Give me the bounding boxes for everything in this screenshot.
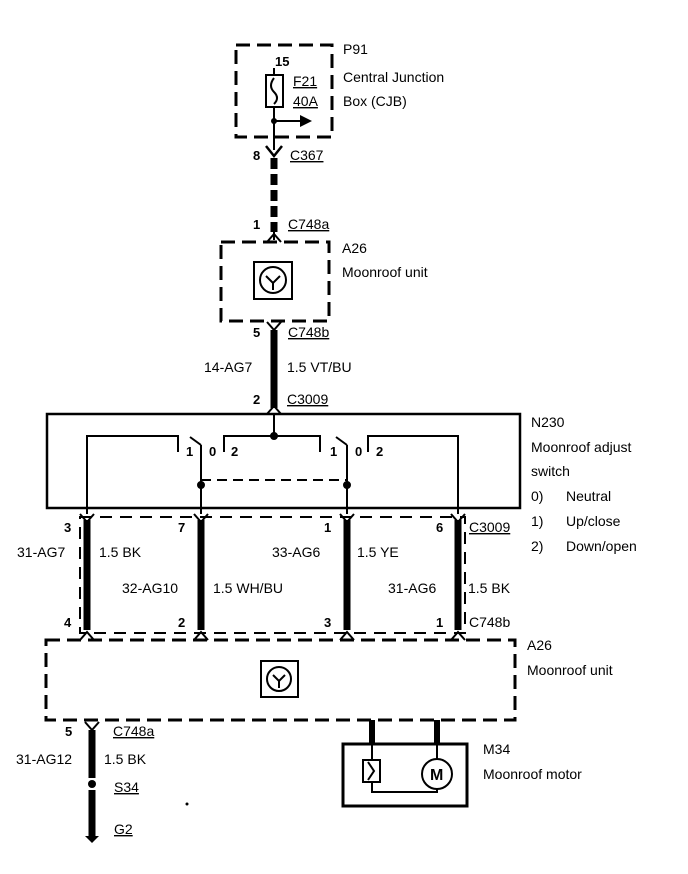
switch-left-pos-1: 1	[186, 444, 193, 459]
switch-right-pos-2: 2	[376, 444, 383, 459]
wire-32-ag10-code: 32-AG10	[122, 580, 178, 596]
mid-wires	[83, 520, 462, 630]
fuse-rating: 40A	[293, 93, 319, 109]
c748b-mid-pin-3: 3	[324, 615, 331, 630]
c748b-mid-label: C748b	[469, 614, 510, 630]
moonroof-top-id: A26	[342, 240, 367, 256]
motor-icon	[421, 758, 453, 790]
thermal-breaker-icon	[362, 759, 381, 783]
cjb-box	[234, 43, 334, 139]
ground-label: G2	[114, 821, 133, 837]
splice-label: S34	[114, 779, 139, 795]
c748a-bottom-label: C748a	[113, 723, 154, 739]
c748a-bottom-pin: 5	[65, 724, 72, 739]
wire-31-ag6-code: 31-AG6	[388, 580, 436, 596]
c748a-symbol	[266, 232, 282, 243]
switch-internal-wiring	[86, 414, 459, 514]
wire-31-ag7-code: 31-AG7	[17, 544, 65, 560]
moonroof-bottom-id: A26	[527, 637, 552, 653]
c3009-top-label: C3009	[287, 391, 328, 407]
c748b-top-symbol	[266, 321, 282, 332]
wire-32-ag10-spec: 1.5 WH/BU	[213, 580, 283, 596]
c3009-bottom-pin-6: 6	[436, 520, 443, 535]
c3009-top-pin: 2	[253, 392, 260, 407]
cjb-name-line2: Box (CJB)	[343, 93, 407, 109]
c748b-mid-pin-1: 1	[436, 615, 443, 630]
switch-right-pos-0: 0	[355, 444, 362, 459]
switch-name-line2: switch	[531, 463, 570, 479]
motor-id: M34	[483, 741, 510, 757]
c3009-bottom-pin-7: 7	[178, 520, 185, 535]
ground-symbol	[85, 836, 99, 843]
motor-name: Moonroof motor	[483, 766, 582, 782]
motor-internal	[362, 744, 453, 793]
switch-right-pos-1: 1	[330, 444, 337, 459]
c748a-bottom-symbol	[84, 721, 100, 732]
ecu-icon	[253, 261, 293, 300]
c748a-pin: 1	[253, 217, 260, 232]
c748b-mid-pin-4: 4	[64, 615, 72, 630]
c748b-top-pin: 5	[253, 325, 260, 340]
wire-ag7-spec: 1.5 VT/BU	[287, 359, 352, 375]
wire-31-ag6-spec: 1.5 BK	[468, 580, 511, 596]
c3009-top-symbol	[266, 404, 282, 415]
legend-2-key: 2)	[531, 538, 543, 554]
ecu-icon-bottom	[260, 660, 299, 698]
legend-1-value: Up/close	[566, 513, 621, 529]
c3009-bottom-pin-1: 1	[324, 520, 331, 535]
c748a-label: C748a	[288, 216, 329, 232]
switch-name-line1: Moonroof adjust	[531, 439, 632, 455]
switch-box	[45, 412, 522, 510]
legend-1-key: 1)	[531, 513, 543, 529]
cjb-pin-15: 15	[275, 54, 289, 69]
wire-33-ag6-spec: 1.5 YE	[357, 544, 399, 560]
c748b-top-label: C748b	[288, 324, 329, 340]
legend-0-key: 0)	[531, 488, 543, 504]
c367-symbol	[265, 145, 283, 159]
moonroof-unit-bottom-box	[44, 638, 517, 722]
wire-33-ag6-code: 33-AG6	[272, 544, 320, 560]
moonroof-bottom-name: Moonroof unit	[527, 662, 613, 678]
harness-dashed-box	[79, 516, 466, 634]
c367-label: C367	[290, 147, 324, 163]
fuse-id: F21	[293, 73, 317, 89]
motor-box	[341, 742, 469, 808]
wire-ag12-code: 31-AG12	[16, 751, 72, 767]
wire-31-ag7-spec: 1.5 BK	[99, 544, 142, 560]
wire-ag7-code: 14-AG7	[204, 359, 252, 375]
switch-id: N230	[531, 414, 565, 430]
legend-2-value: Down/open	[566, 538, 637, 554]
motor-symbol: M	[430, 767, 443, 784]
cjb-id: P91	[343, 41, 368, 57]
motor-feed-wires	[369, 720, 440, 744]
cjb-name-line1: Central Junction	[343, 69, 444, 85]
switch-left-pos-2: 2	[231, 444, 238, 459]
c367-pin: 8	[253, 148, 260, 163]
switch-left-pos-0: 0	[209, 444, 216, 459]
legend-0-value: Neutral	[566, 488, 611, 504]
splice-s34	[88, 780, 96, 788]
wire-ag12-spec: 1.5 BK	[104, 751, 147, 767]
c748b-mid-pin-2: 2	[178, 615, 185, 630]
c748b-mid-symbols	[79, 630, 466, 641]
c3009-bottom-label: C3009	[469, 519, 510, 535]
c3009-bottom-pin-3: 3	[64, 520, 71, 535]
moonroof-top-name: Moonroof unit	[342, 264, 428, 280]
moonroof-unit-top-box	[219, 240, 331, 323]
